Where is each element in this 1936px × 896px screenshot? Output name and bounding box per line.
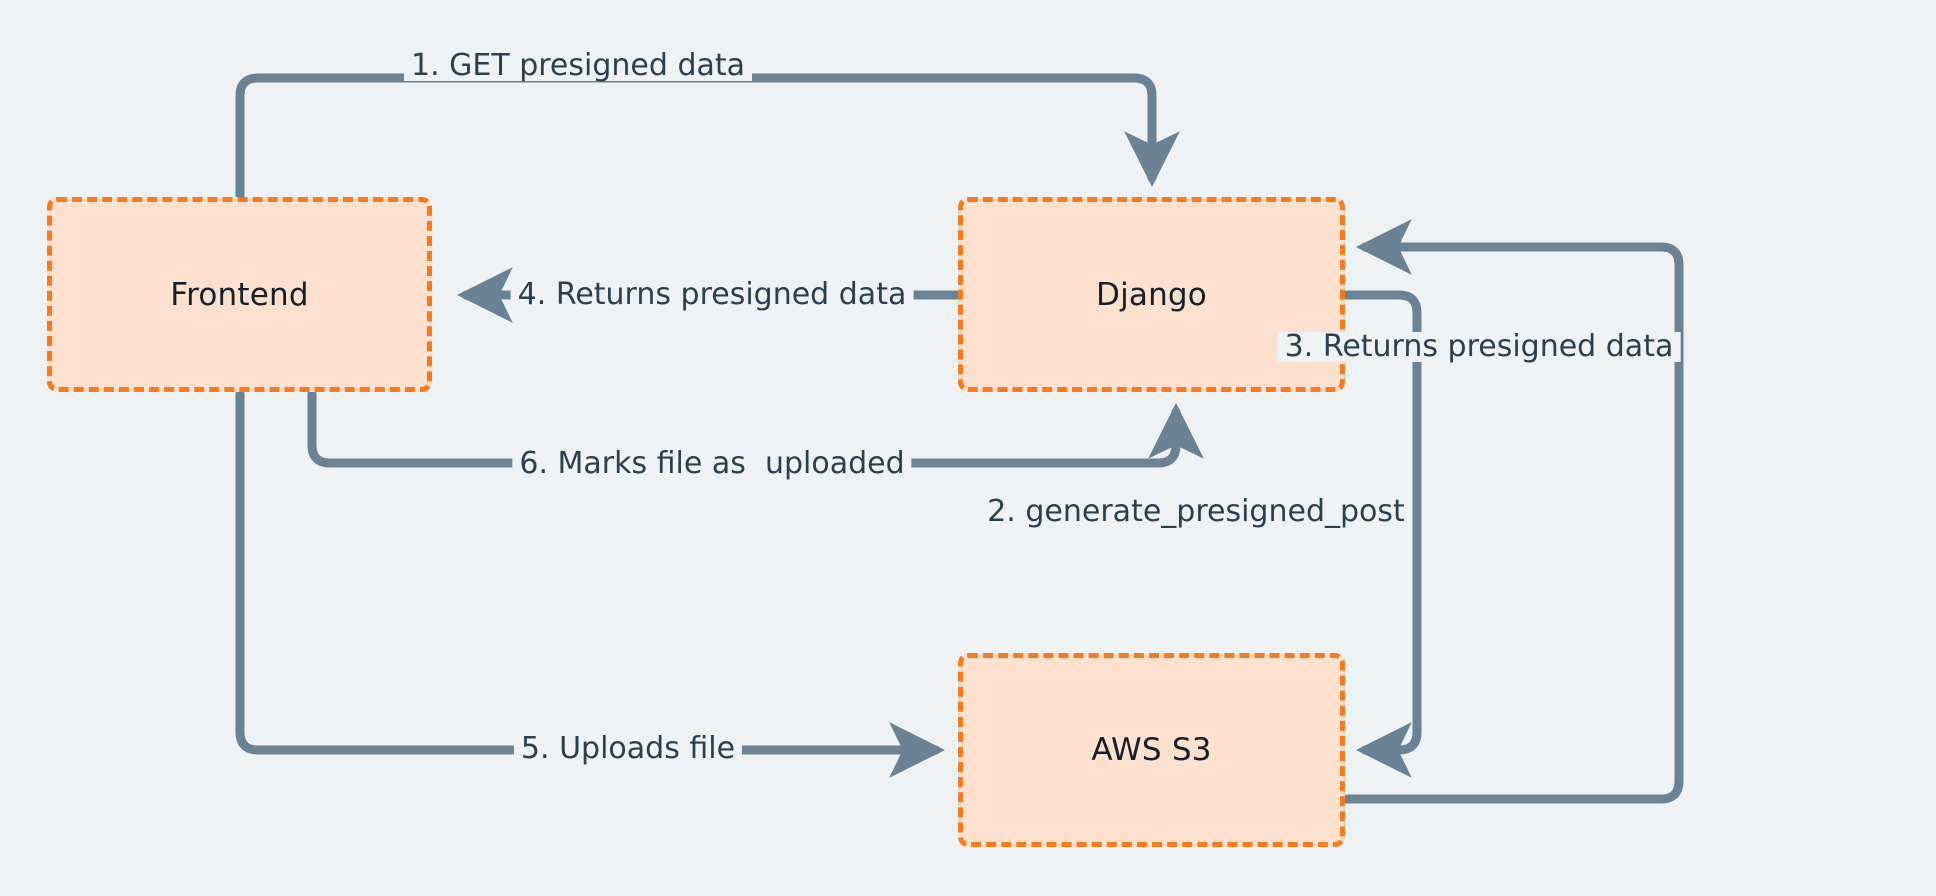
edge-label-2: 2. generate_presigned_post bbox=[980, 497, 1412, 527]
node-aws-s3[interactable]: AWS S3 bbox=[958, 653, 1345, 847]
node-aws-s3-label: AWS S3 bbox=[1091, 732, 1212, 768]
edge-path-5 bbox=[235, 389, 946, 778]
edge-label-6: 6. Marks file as uploaded bbox=[512, 449, 912, 479]
edge-path-1 bbox=[235, 73, 1180, 201]
edge-path-3 bbox=[1342, 219, 1684, 804]
edge-label-1: 1. GET presigned data bbox=[403, 51, 753, 81]
edge-label-4: 4. Returns presigned data bbox=[510, 280, 914, 310]
edge-label-5: 5. Uploads file bbox=[513, 734, 743, 764]
node-frontend-label: Frontend bbox=[170, 276, 309, 313]
node-frontend[interactable]: Frontend bbox=[47, 197, 432, 392]
node-django-label: Django bbox=[1096, 276, 1207, 313]
edge-label-3: 3. Returns presigned data bbox=[1277, 332, 1681, 362]
edge-path-2 bbox=[1342, 290, 1422, 778]
